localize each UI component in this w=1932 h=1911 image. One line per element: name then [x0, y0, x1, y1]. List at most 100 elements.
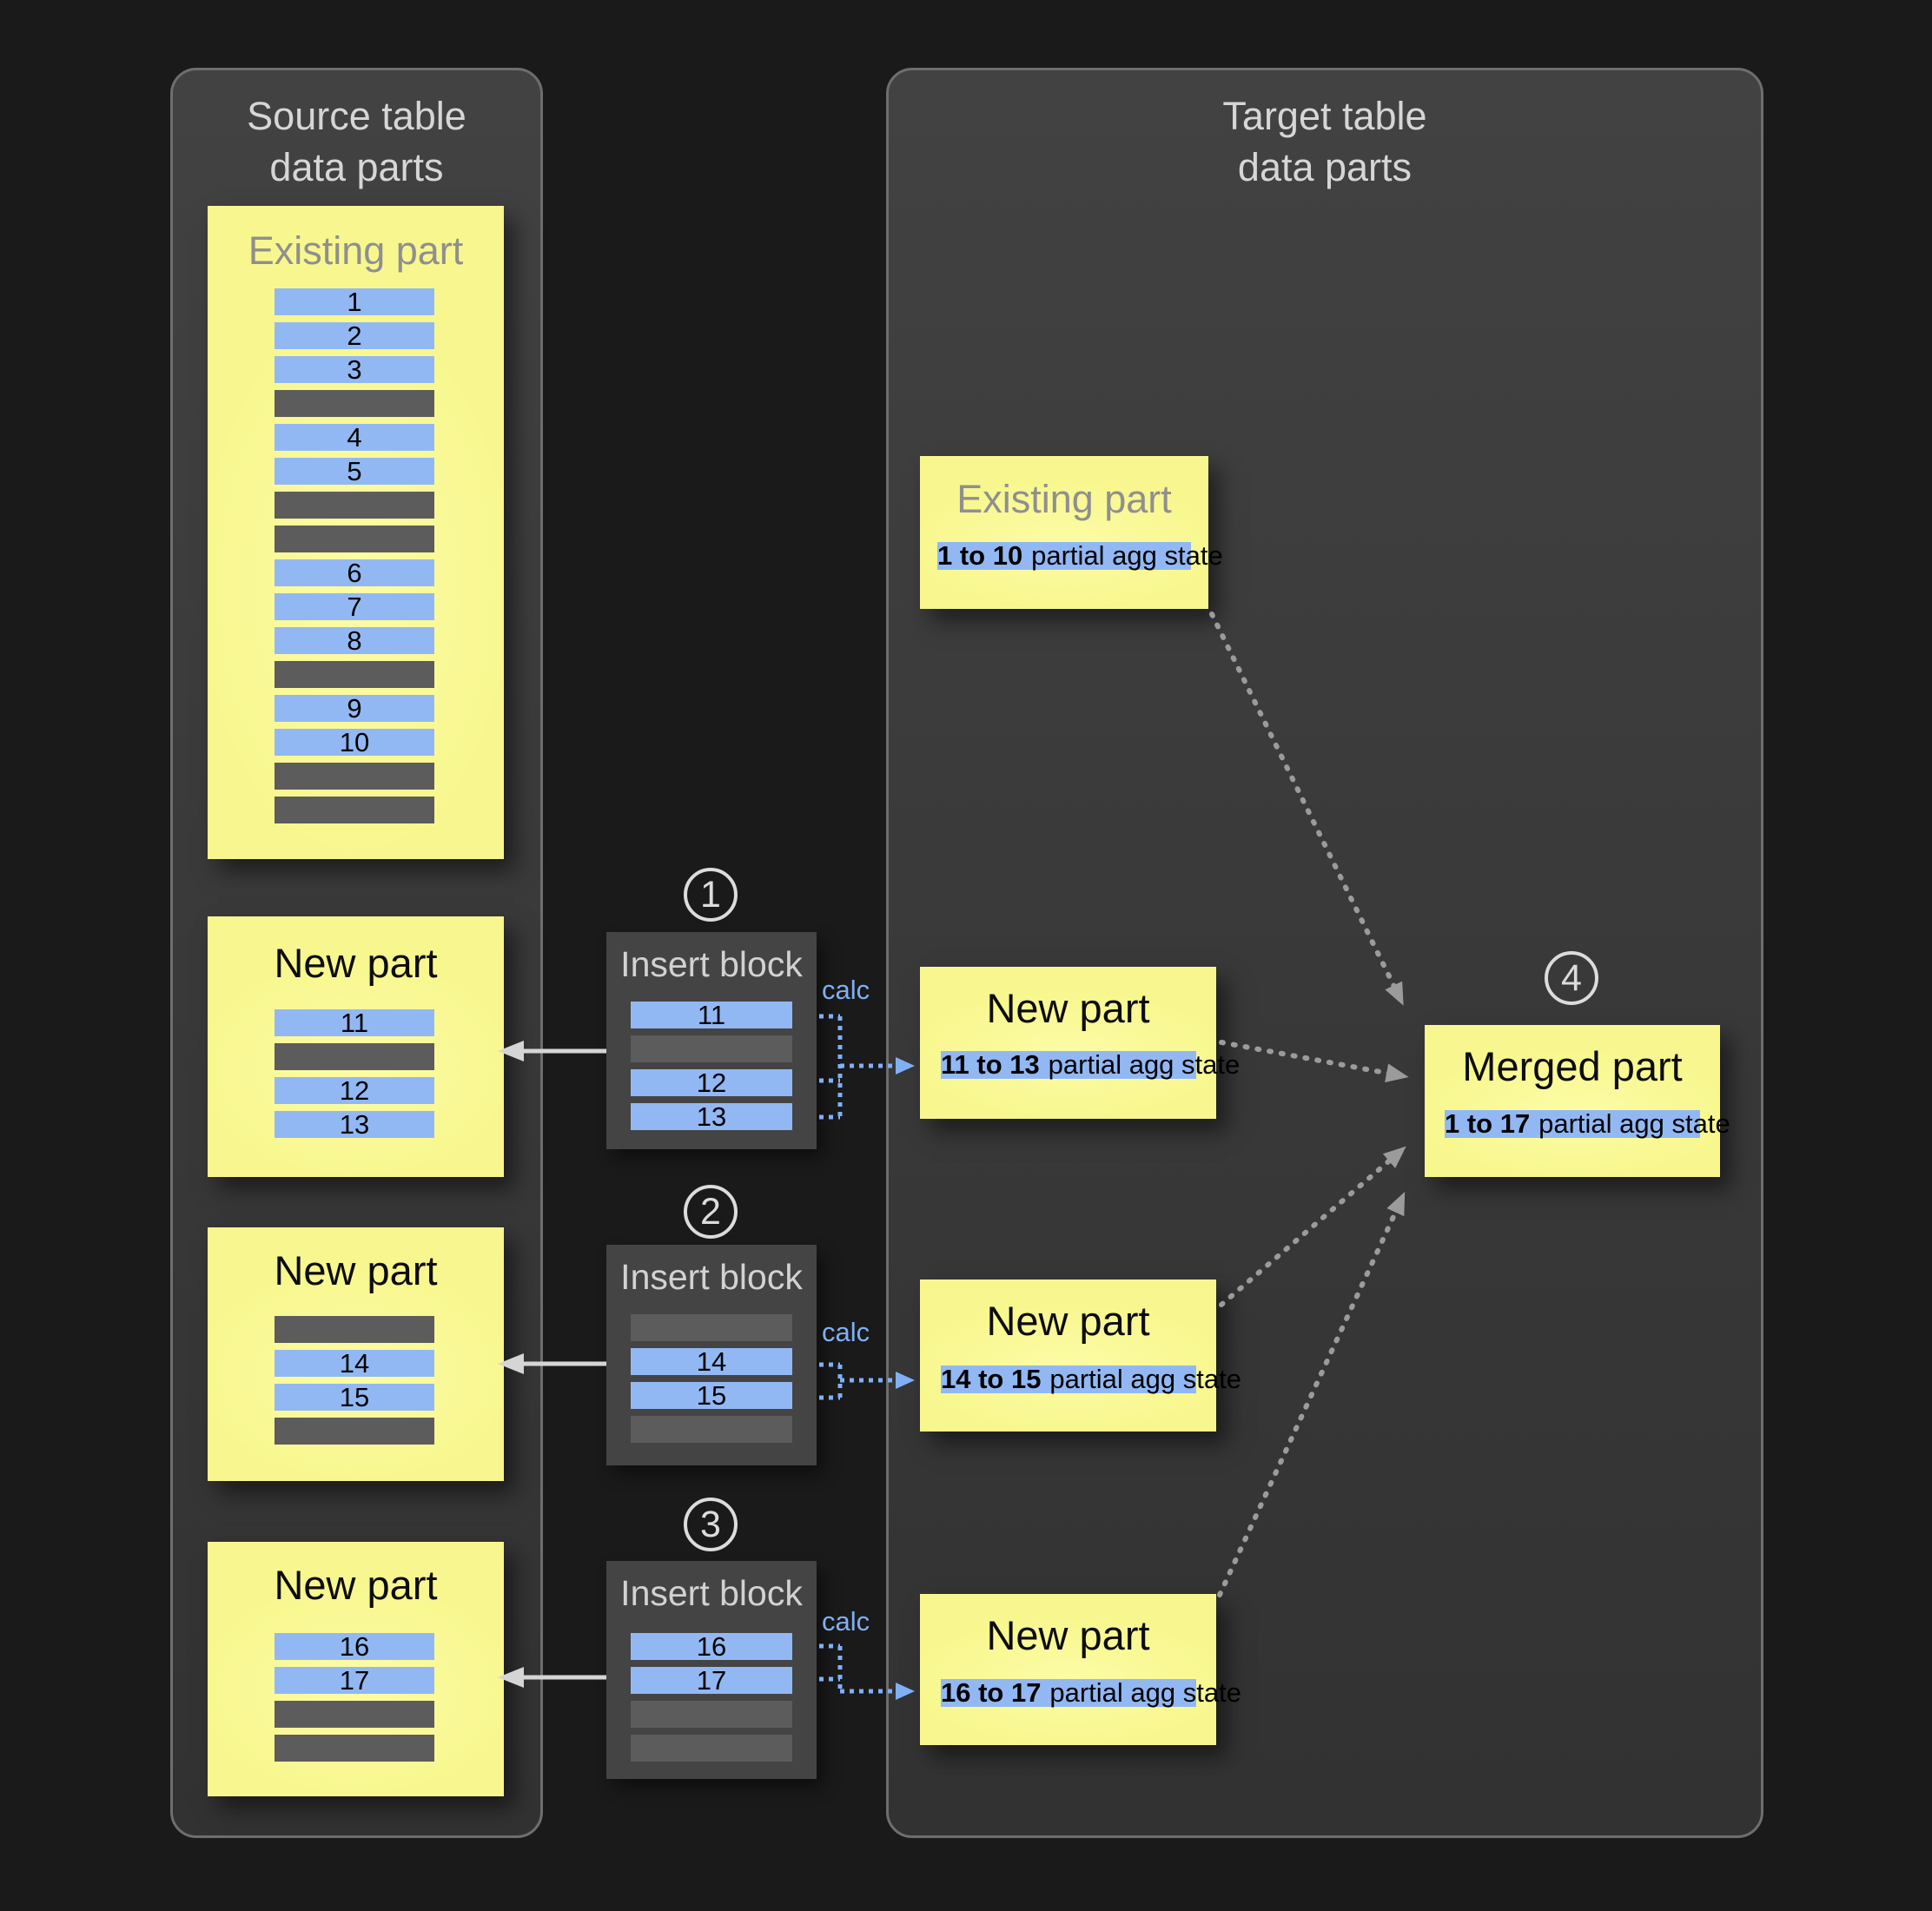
source-new-part-2: New part 14 15: [208, 1227, 504, 1481]
insert-block-3-rows: 16 17: [631, 1633, 792, 1762]
data-row: 17: [631, 1667, 792, 1694]
source-existing-part-rows: 1 2 3 4 5 6 7 8 9 10: [275, 288, 434, 823]
agg-label: partial agg state: [1049, 1677, 1241, 1708]
data-row: 7: [275, 593, 434, 620]
empty-row: [275, 763, 434, 790]
empty-row: [631, 1735, 792, 1762]
source-new-part-3-title: New part: [274, 1562, 438, 1608]
data-row: 12: [631, 1069, 792, 1096]
insert-block-2: Insert block 14 15: [606, 1245, 817, 1465]
target-panel-title-line1: Target table: [1222, 94, 1427, 138]
calc-label-2: calc: [822, 1317, 870, 1347]
empty-row: [275, 390, 434, 417]
data-row: 1: [275, 288, 434, 315]
agg-label: partial agg state: [1538, 1108, 1730, 1139]
insert-block-3: Insert block 16 17: [606, 1561, 817, 1779]
data-row: 5: [275, 458, 434, 485]
empty-row: [275, 661, 434, 688]
source-existing-part: Existing part 1 2 3 4 5 6 7 8 9 10: [208, 206, 504, 859]
agg-range: 11 to 13: [941, 1049, 1040, 1080]
data-row: 6: [275, 559, 434, 586]
agg-label: partial agg state: [1048, 1049, 1241, 1080]
calc-label-3: calc: [822, 1606, 870, 1637]
agg-label: partial agg state: [1031, 540, 1223, 571]
target-existing-part: Existing part 1 to 10 partial agg state: [920, 456, 1223, 609]
insert-block-1-title: Insert block: [620, 944, 803, 984]
agg-range: 1 to 17: [1445, 1108, 1531, 1139]
data-row: 2: [275, 322, 434, 349]
data-row: 3: [275, 356, 434, 383]
data-row: 4: [275, 424, 434, 451]
insert-block-1-rows: 11 12 13: [631, 1002, 792, 1130]
insert-block-3-title: Insert block: [620, 1573, 803, 1613]
step-3-badge: 3: [684, 1498, 738, 1551]
data-row: 13: [631, 1103, 792, 1130]
data-row: 9: [275, 695, 434, 722]
data-row: 10: [275, 729, 434, 756]
target-panel-title-line2: data parts: [1237, 145, 1413, 190]
target-new-part-3-title: New part: [986, 1612, 1150, 1658]
data-row: 14: [275, 1350, 434, 1377]
empty-row: [275, 797, 434, 823]
target-new-part-1-title: New part: [986, 985, 1150, 1031]
insert-block-2-rows: 14 15: [631, 1314, 792, 1443]
empty-row: [275, 1735, 434, 1762]
agg-state-chip: 1 to 10 partial agg state: [937, 540, 1223, 571]
target-existing-part-title: Existing part: [956, 477, 1172, 521]
empty-row: [631, 1035, 792, 1062]
source-new-part-1: New part 11 12 13: [208, 916, 504, 1177]
empty-row: [275, 492, 434, 519]
step-2-badge: 2: [684, 1185, 738, 1239]
step-1-badge: 1: [684, 868, 738, 922]
data-row: 14: [631, 1348, 792, 1375]
data-row: 15: [631, 1382, 792, 1409]
data-row: 13: [275, 1111, 434, 1138]
source-new-part-2-rows: 14 15: [275, 1316, 434, 1445]
insert-block-1: Insert block 11 12 13: [606, 932, 817, 1149]
data-row: 15: [275, 1384, 434, 1411]
data-row: 16: [631, 1633, 792, 1660]
source-panel-title: Source table data parts: [170, 90, 543, 194]
empty-row: [631, 1416, 792, 1443]
source-panel-title-line1: Source table: [247, 94, 466, 138]
source-panel-title-line2: data parts: [269, 145, 444, 190]
empty-row: [275, 1701, 434, 1728]
target-panel-title: Target table data parts: [886, 90, 1763, 194]
source-new-part-3: New part 16 17: [208, 1542, 504, 1796]
empty-row: [275, 526, 434, 552]
source-existing-part-title: Existing part: [248, 228, 464, 273]
agg-range: 16 to 17: [941, 1677, 1042, 1708]
data-row: 12: [275, 1077, 434, 1104]
data-row: 11: [275, 1009, 434, 1036]
target-merged-part-title: Merged part: [1462, 1043, 1683, 1089]
target-new-part-2-title: New part: [986, 1298, 1150, 1344]
source-new-part-3-rows: 16 17: [275, 1633, 434, 1762]
source-new-part-1-rows: 11 12 13: [275, 1009, 434, 1138]
target-new-part-1: New part 11 to 13 partial agg state: [920, 967, 1240, 1119]
empty-row: [631, 1701, 792, 1728]
empty-row: [275, 1043, 434, 1070]
calc-label-1: calc: [822, 975, 870, 1005]
source-new-part-2-title: New part: [274, 1247, 438, 1293]
empty-row: [275, 1316, 434, 1343]
agg-range: 1 to 10: [937, 540, 1023, 571]
source-new-part-1-title: New part: [274, 940, 438, 986]
data-row: 16: [275, 1633, 434, 1660]
agg-label: partial agg state: [1049, 1364, 1241, 1394]
empty-row: [275, 1418, 434, 1445]
target-panel: [886, 68, 1763, 1838]
empty-row: [631, 1314, 792, 1341]
data-row: 17: [275, 1667, 434, 1694]
insert-block-2-title: Insert block: [620, 1257, 803, 1297]
data-row: 8: [275, 627, 434, 654]
agg-state-chip: 11 to 13 partial agg state: [941, 1049, 1240, 1080]
step-4-badge: 4: [1545, 951, 1598, 1005]
agg-range: 14 to 15: [941, 1364, 1042, 1394]
